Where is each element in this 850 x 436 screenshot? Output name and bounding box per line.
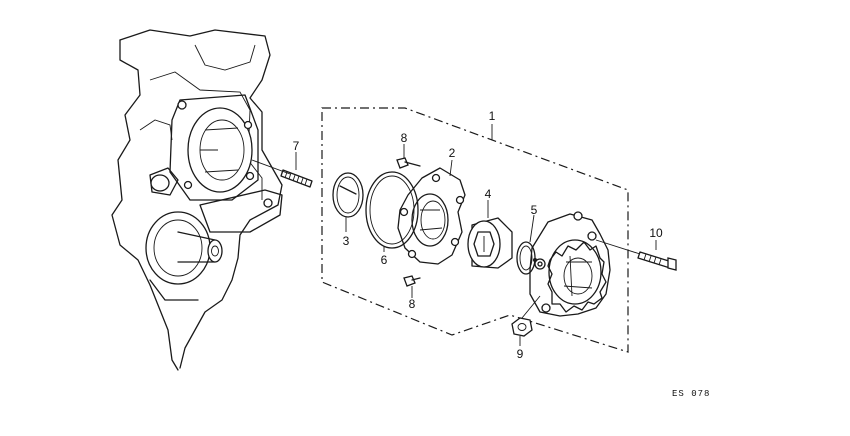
- callout-5: 5: [531, 203, 538, 217]
- assembly-outline: [321, 107, 629, 353]
- callout-9: 9: [517, 347, 524, 361]
- gasket-part: [365, 171, 419, 252]
- engine-block: [111, 29, 283, 371]
- bolt-long-part: [595, 239, 677, 271]
- callout-3: 3: [343, 234, 350, 248]
- callout-4: 4: [485, 187, 492, 201]
- pump-housing-part: [397, 159, 466, 265]
- diagram-code: ES 078: [672, 389, 710, 399]
- callout-2: 2: [449, 146, 456, 160]
- callout-8-upper: 8: [401, 131, 408, 145]
- small-o-ring-part: [516, 214, 536, 275]
- pump-body-gear-part: [529, 211, 611, 317]
- o-ring-part: [332, 172, 364, 232]
- callout-6: 6: [381, 253, 388, 267]
- callout-1: 1: [489, 109, 496, 123]
- inner-rotor-part: [467, 200, 513, 269]
- bolt-lower-part: [403, 275, 421, 298]
- callout-7: 7: [293, 139, 300, 153]
- nut-part: [511, 295, 541, 346]
- stud-bolt-part: [251, 152, 313, 188]
- bolt-upper-part: [396, 144, 421, 169]
- callout-8-lower: 8: [409, 297, 416, 311]
- callout-10: 10: [649, 226, 663, 240]
